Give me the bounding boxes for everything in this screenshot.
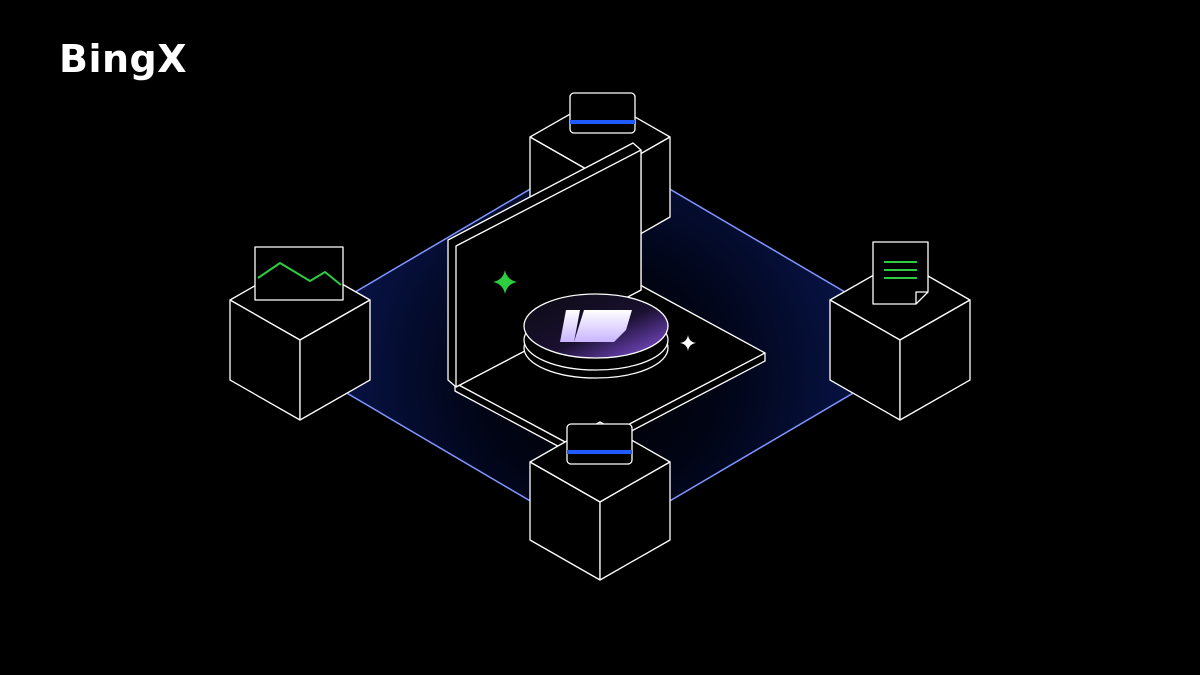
four-point-star-icon [493,270,517,294]
brand-mark-icon [560,310,632,342]
chart-card [254,246,344,301]
chart-line [257,262,342,286]
card-back [569,92,636,134]
monitor-screen [447,142,642,388]
four-point-star-icon [680,335,696,351]
document-card [872,241,929,305]
card-front [566,423,633,465]
brand-logo: BingX [59,37,188,81]
